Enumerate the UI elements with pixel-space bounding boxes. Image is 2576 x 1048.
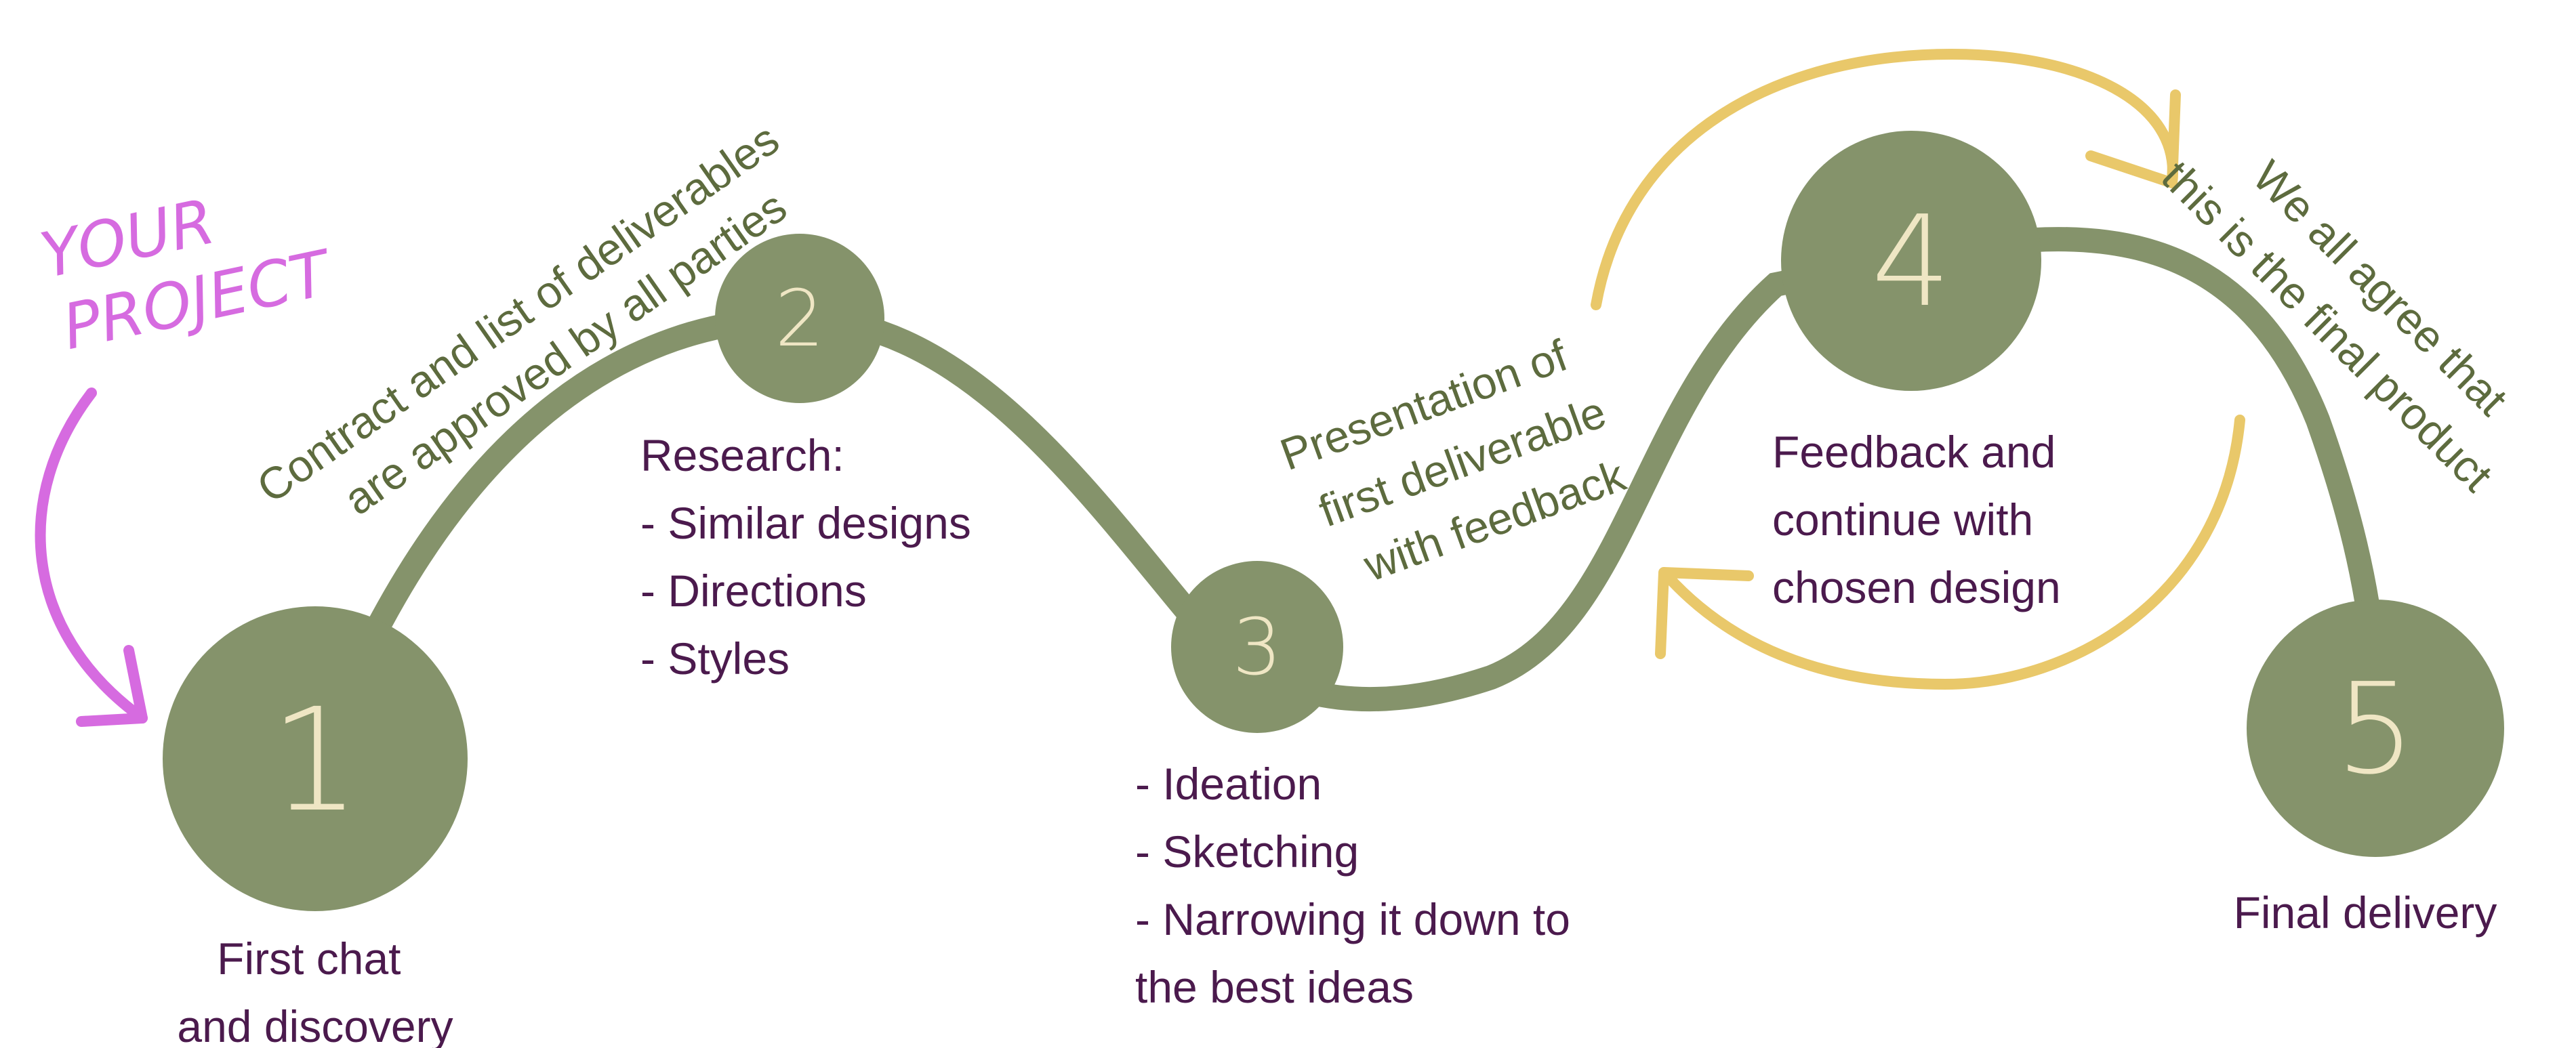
step-5-circle [2247, 600, 2504, 857]
step-4-label-line-1: Feedback and [1772, 427, 2056, 477]
loop-arrowhead-bottom [1655, 567, 1754, 659]
step-5-label: Final delivery [2234, 887, 2497, 938]
step-1: 1 [163, 606, 468, 911]
step-2-label-line-4: - Styles [640, 633, 790, 684]
loop-arrow-bottom [1662, 415, 2245, 690]
step-2: 2 [715, 234, 884, 403]
step-1-label-line-1: First chat [217, 934, 401, 984]
step-4-number: 4 [1871, 188, 1951, 335]
intro-arrow [35, 387, 148, 727]
step-3-label-line-1: - Ideation [1135, 759, 1322, 809]
step-2-label-line-3: - Directions [640, 566, 867, 616]
step-3-number: 3 [1232, 602, 1282, 693]
step-2-number: 2 [775, 274, 824, 364]
step-3-label: - Ideation - Sketching - Narrowing it do… [1135, 759, 1582, 1012]
step-4: 4 [1781, 131, 2041, 391]
intro-arrowhead [76, 645, 148, 727]
step-2-label: Research: - Similar designs - Directions… [640, 430, 983, 684]
step-3-label-line-2: - Sketching [1135, 826, 1359, 877]
step-4-label-line-3: chosen design [1772, 562, 2061, 612]
intro-text: YOUR PROJECT [35, 185, 340, 364]
step-4-circle [1781, 131, 2041, 391]
step-4-label-line-2: continue with [1772, 495, 2033, 545]
loop-arrow-top [1591, 48, 2179, 310]
step-5: 5 [2247, 600, 2504, 857]
step-2-circle [715, 234, 884, 403]
step-1-number: 1 [270, 677, 361, 843]
step-2-label-line-2: - Similar designs [640, 498, 971, 548]
step-3: 3 [1171, 561, 1343, 733]
step-1-label: First chat and discovery [177, 934, 453, 1048]
step-5-number: 5 [2335, 656, 2415, 802]
feedback-loop [1591, 48, 2245, 690]
step-3-label-line-4: the best ideas [1135, 962, 1414, 1012]
step-1-label-line-2: and discovery [177, 1001, 453, 1048]
intro-arrow-shaft [35, 387, 148, 724]
note-presentation: Presentation of first deliverable with f… [1273, 330, 1632, 591]
step-5-label-line-1: Final delivery [2234, 887, 2497, 938]
step-1-circle [163, 606, 468, 911]
step-3-label-line-3: - Narrowing it down to [1135, 894, 1570, 944]
loop-arrowhead-top [2085, 89, 2181, 188]
step-3-circle [1171, 561, 1343, 733]
step-4-label: Feedback and continue with chosen design [1772, 427, 2068, 612]
note-agree: We all agree that this is the final prod… [2152, 151, 2518, 501]
step-2-label-line-1: Research: [640, 430, 844, 480]
